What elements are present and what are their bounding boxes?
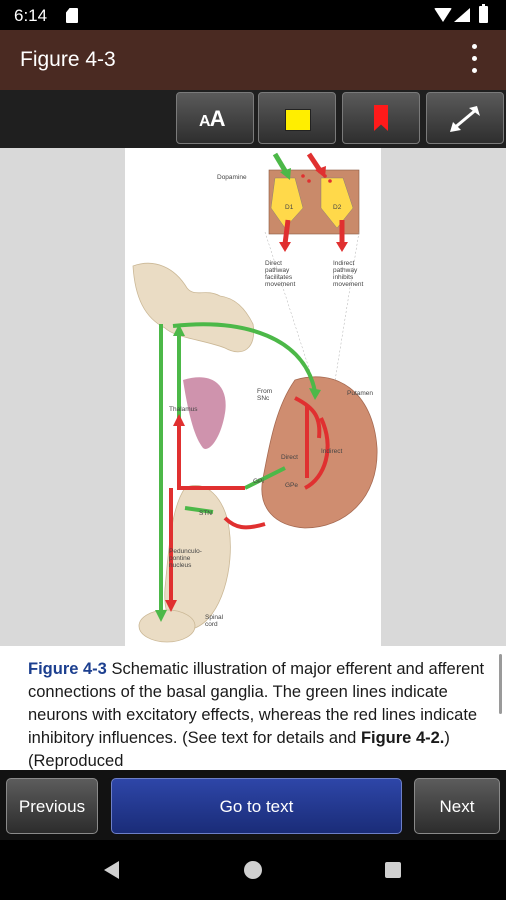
- cell-signal-icon: [454, 8, 470, 22]
- label-gpi: GPi: [253, 478, 264, 485]
- label-spinal-cord: Spinal cord: [205, 614, 224, 628]
- sd-card-icon: [66, 8, 78, 23]
- previous-button[interactable]: Previous: [6, 778, 98, 834]
- figure-toolbar: AA: [0, 90, 506, 148]
- figure-viewer[interactable]: Dopamine D1 D2 Direct pathway facilitate…: [0, 148, 506, 646]
- app-bar: Figure 4-3: [0, 30, 506, 90]
- label-dopamine: Dopamine: [217, 174, 247, 181]
- label-indirect: Indirect: [321, 448, 343, 455]
- text-size-icon: AA: [199, 106, 225, 131]
- fullscreen-button[interactable]: [426, 92, 504, 144]
- figure-caption: Figure 4-3 Schematic illustration of maj…: [0, 646, 506, 770]
- figure-reference-2[interactable]: Figure 4-2.: [360, 729, 445, 747]
- figure-image[interactable]: Dopamine D1 D2 Direct pathway facilitate…: [125, 148, 381, 646]
- text-size-button[interactable]: AA: [176, 92, 254, 144]
- caption-body: Schematic illustration of major efferent…: [28, 660, 485, 747]
- label-from-snc: From SNc: [257, 388, 273, 402]
- status-time: 6:14: [14, 6, 48, 25]
- label-pedunculopontine: Pedunculo- pontine nucleus: [169, 548, 202, 569]
- figure-reference[interactable]: Figure 4-3: [28, 660, 107, 678]
- home-icon[interactable]: [244, 861, 262, 879]
- label-gpe: GPe: [285, 482, 299, 489]
- label-putamen: Putamen: [347, 390, 374, 397]
- system-navigation-bar: [0, 840, 506, 900]
- status-bar: 6:14: [0, 0, 506, 30]
- caption-scrollbar[interactable]: [499, 654, 502, 714]
- label-indirect-pathway: Indirect pathway inhibits movement: [333, 260, 364, 288]
- label-direct-pathway: Direct pathway facilitates movement: [265, 260, 296, 288]
- label-direct: Direct: [281, 454, 298, 461]
- next-button[interactable]: Next: [414, 778, 500, 834]
- wifi-icon: [434, 8, 452, 22]
- label-d2: D2: [333, 204, 342, 211]
- go-to-text-button[interactable]: Go to text: [111, 778, 402, 834]
- caption-text: Figure 4-3 Schematic illustration of maj…: [28, 658, 488, 770]
- bookmark-icon: [374, 105, 388, 131]
- expand-icon: [450, 106, 480, 132]
- caption-tail: ) (Reproduced: [28, 729, 450, 770]
- basal-ganglia-diagram: [132, 152, 378, 643]
- highlight-button[interactable]: [258, 92, 336, 144]
- overflow-menu-icon[interactable]: [472, 44, 478, 76]
- label-stn: STN: [199, 510, 212, 517]
- recents-icon[interactable]: [385, 862, 401, 878]
- bottom-navigation: Previous Go to text Next: [0, 770, 506, 840]
- label-thalamus: Thalamus: [169, 406, 198, 413]
- bookmark-button[interactable]: [342, 92, 420, 144]
- label-d1: D1: [285, 204, 294, 211]
- highlight-icon: [285, 109, 311, 131]
- back-icon[interactable]: [104, 861, 119, 879]
- battery-icon: [479, 4, 488, 23]
- page-title: Figure 4-3: [20, 48, 116, 71]
